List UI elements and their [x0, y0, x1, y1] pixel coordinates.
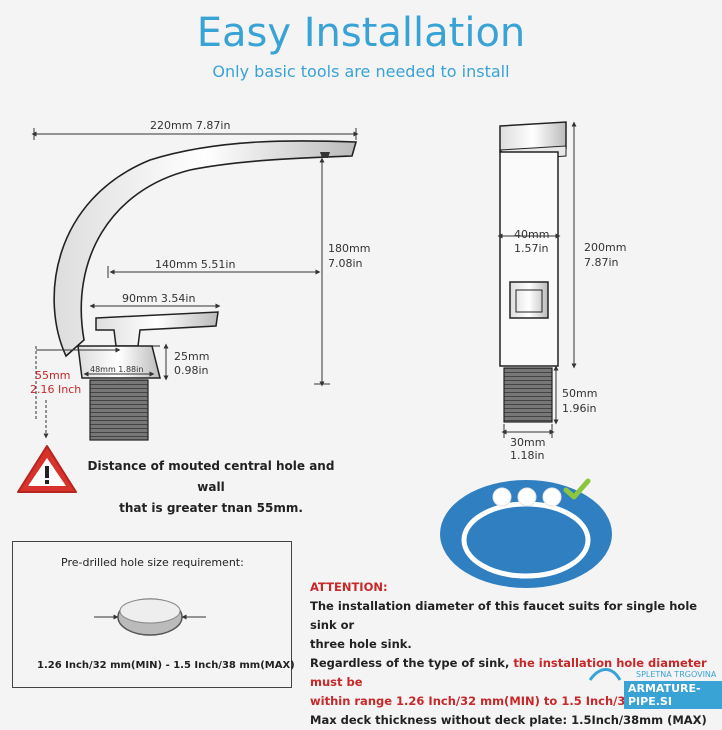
- attention-heading: ATTENTION:: [310, 580, 388, 594]
- page-title: Easy Installation: [196, 10, 526, 56]
- hole-size-box: Pre-drilled hole size requirement: 1.26 …: [12, 541, 295, 688]
- attention-line-3: Regardless of the type of sink, the inst…: [310, 654, 715, 692]
- side-view: [31, 128, 359, 441]
- faucet-diagram: [17, 121, 622, 681]
- warning-line-1: Distance of mouted central hole and wall: [87, 459, 335, 494]
- dim-width-total: 220mm 7.87in: [150, 119, 231, 132]
- attention-line-5: Max deck thickness without deck plate: 1…: [310, 713, 707, 727]
- watermark-line-2: ARMATURE-PIPE.SI: [624, 681, 722, 709]
- dim-front-width: 40mm 1.57in: [514, 228, 550, 255]
- dim-spout-reach: 140mm 5.51in: [155, 258, 236, 271]
- attention-line-3-red: the installation hole diameter must be: [310, 656, 707, 689]
- hole-box-range: 1.26 Inch/32 mm(MIN) - 1.5 Inch/38 mm(MA…: [37, 660, 295, 671]
- dim-wall-distance-mm: 55mm: [35, 369, 71, 382]
- hole-diagram: [94, 598, 206, 636]
- warning-icon: [17, 445, 77, 493]
- hole-box-title: Pre-drilled hole size requirement:: [61, 556, 244, 569]
- watermark-logo-icon: [588, 668, 622, 681]
- dim-thread-width: 30mm 1.18in: [510, 436, 546, 462]
- dim-base-width: 48mm 1.88in: [90, 365, 144, 374]
- front-view: [497, 121, 577, 438]
- dim-base-height: 25mm 0.98in: [174, 350, 210, 377]
- attention-line-2: three hole sink.: [310, 637, 412, 651]
- watermark-line-1: SPLETNA TRGOVINA: [636, 670, 717, 679]
- warning-line-2: that is greater tnan 55mm.: [119, 501, 303, 515]
- warning-message: Distance of mouted central hole and wall…: [80, 456, 342, 519]
- attention-line-3-plain: Regardless of the type of sink,: [310, 656, 514, 670]
- dim-height-side: 180mm 7.08in: [328, 242, 371, 270]
- sink-illustration: [440, 478, 612, 588]
- dim-thread-length: 50mm 1.96in: [562, 387, 598, 415]
- attention-line-1: The installation diameter of this faucet…: [310, 599, 698, 632]
- page-subtitle: Only basic tools are needed to install: [212, 62, 510, 81]
- dim-front-height: 200mm 7.87in: [584, 241, 627, 269]
- check-icon: [563, 478, 591, 500]
- dim-handle-length: 90mm 3.54in: [122, 292, 196, 305]
- dim-wall-distance-in: 2.16 Inch: [30, 383, 82, 396]
